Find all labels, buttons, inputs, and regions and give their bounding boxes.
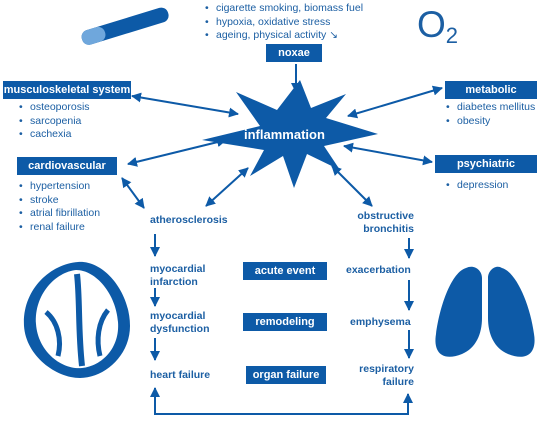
o2-molecule: O2 — [417, 4, 459, 48]
heart-icon — [23, 261, 130, 378]
metabolic-label: metabolic — [445, 81, 537, 99]
cardiovascular-list: hypertension stroke atrial fibrillation … — [19, 180, 100, 234]
psychiatric-list: depression — [446, 179, 508, 193]
emphysema-label: emphysema — [350, 316, 411, 328]
list-item: stroke — [19, 194, 100, 208]
stage-organ-failure: organ failure — [246, 366, 326, 384]
list-item: sarcopenia — [19, 115, 90, 129]
arrow-musculoskeletal — [131, 92, 239, 118]
list-item: osteoporosis — [19, 101, 90, 115]
cardiovascular-label: cardiovascular — [17, 157, 117, 175]
musculoskeletal-list: osteoporosis sarcopenia cachexia — [19, 101, 90, 142]
arrow-metabolic — [347, 85, 443, 119]
arrow-bronchitis — [331, 165, 373, 207]
list-item: diabetes mellitus — [446, 101, 535, 115]
stage-acute-event: acute event — [243, 262, 327, 280]
list-item: obesity — [446, 115, 535, 129]
musculoskeletal-label: musculoskeletal system — [3, 81, 131, 99]
stage-remodeling: remodeling — [243, 313, 327, 331]
list-item: depression — [446, 179, 508, 193]
noxae-label: noxae — [266, 44, 322, 62]
arrow-psychiatric — [343, 142, 433, 166]
arrow-cardio-athero — [121, 177, 145, 209]
noxae-item: cigarette smoking, biomass fuel — [205, 2, 363, 16]
metabolic-list: diabetes mellitus obesity — [446, 101, 535, 128]
inflammation-starburst — [202, 80, 378, 188]
list-item: atrial fibrillation — [19, 207, 100, 221]
inflammation-label: inflammation — [244, 127, 325, 142]
atherosclerosis-label: atherosclerosis — [150, 214, 228, 226]
noxae-list: cigarette smoking, biomass fuel hypoxia,… — [205, 2, 363, 43]
bottom-loop — [150, 387, 413, 415]
noxae-item: ageing, physical activity ↘ — [205, 29, 363, 43]
arrow-cardiovascular — [127, 137, 227, 167]
cigarette-icon — [81, 7, 169, 45]
list-item: hypertension — [19, 180, 100, 194]
heart-failure-label: heart failure — [150, 369, 211, 381]
list-item: cachexia — [19, 128, 90, 142]
noxae-item: hypoxia, oxidative stress — [205, 16, 363, 30]
lungs-icon — [435, 266, 535, 357]
arrow-atherosclerosis — [205, 167, 249, 207]
psychiatric-label: psychiatric — [435, 155, 537, 173]
list-item: renal failure — [19, 221, 100, 235]
exacerbation-label: exacerbation — [346, 264, 411, 276]
